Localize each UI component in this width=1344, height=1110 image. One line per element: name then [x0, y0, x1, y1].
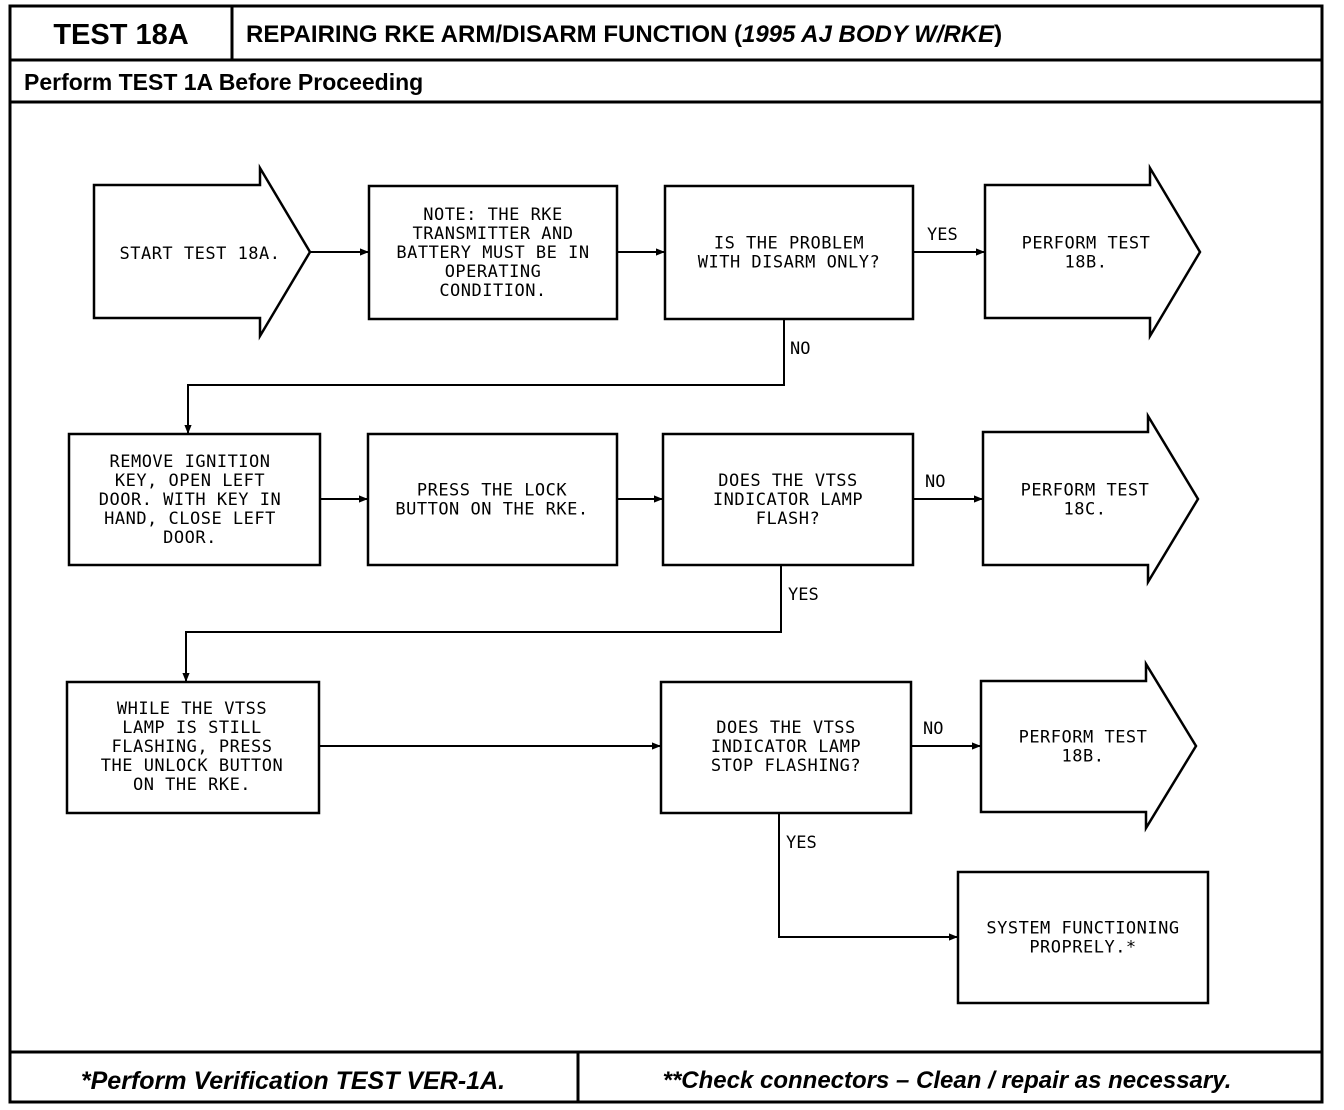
remove-key-line: DOOR.	[163, 528, 217, 548]
flash-question-box	[661, 432, 915, 567]
prereq-note: Perform TEST 1A Before Proceeding	[24, 69, 423, 95]
remove-key-box	[67, 432, 322, 567]
label-stop-yes: YES	[786, 833, 817, 853]
perform-18b-1-line: 18B.	[1065, 253, 1108, 273]
perform-18b-arrow-shape-1	[983, 163, 1202, 341]
start-test-arrow-shape	[92, 163, 312, 341]
label-flash-no: NO	[925, 472, 945, 492]
perform-18b-arrow-shape-2	[979, 659, 1198, 833]
remove-key-line: KEY, OPEN LEFT	[115, 471, 265, 491]
unlock-line: THE UNLOCK BUTTON	[101, 756, 284, 776]
system-ok-line: SYSTEM FUNCTIONING	[986, 919, 1179, 939]
q-stop-line: DOES THE VTSS	[716, 718, 856, 738]
q-flash-line: INDICATOR LAMP	[713, 490, 863, 510]
page-frame	[8, 4, 1324, 1104]
perform-18b-2-line: 18B.	[1062, 747, 1105, 767]
start-test-text: START TEST 18A.	[119, 244, 280, 264]
remove-key-line: DOOR. WITH KEY IN	[99, 490, 282, 510]
note-line: BATTERY MUST BE IN	[396, 243, 589, 263]
note-line: CONDITION.	[439, 281, 546, 301]
press-lock-box	[366, 432, 619, 567]
q-stop-line: STOP FLASHING?	[711, 756, 861, 776]
perform-18c-arrow-shape	[981, 411, 1200, 587]
perform-18b-1-line: PERFORM TEST	[1022, 234, 1151, 254]
disarm-question-box	[663, 184, 915, 321]
label-disarm-no: NO	[790, 339, 810, 359]
remove-key-line: REMOVE IGNITION	[109, 452, 270, 472]
label-disarm-yes: YES	[927, 225, 958, 245]
footer-connector-note: **Check connectors – Clean / repair as n…	[663, 1067, 1232, 1094]
q-disarm-line: WITH DISARM ONLY?	[698, 253, 881, 273]
label-flash-yes: YES	[788, 585, 819, 605]
unlock-box	[65, 680, 321, 815]
edge-flash-yes	[182, 565, 782, 682]
q-flash-line: FLASH?	[756, 509, 820, 529]
edge-stop-yes	[778, 813, 958, 941]
test-id: TEST 18A	[53, 19, 188, 51]
note-line: NOTE: THE RKE	[423, 205, 563, 225]
page-title: REPAIRING RKE ARM/DISARM FUNCTION (1995 …	[246, 21, 1002, 48]
q-stop-line: INDICATOR LAMP	[711, 737, 861, 757]
note-line: OPERATING	[445, 262, 542, 282]
system-ok-line: PROPRELY.*	[1029, 938, 1136, 958]
footer-verification-note: *Perform Verification TEST VER-1A.	[81, 1067, 505, 1095]
label-stop-no: NO	[923, 719, 943, 739]
title-main: REPAIRING RKE ARM/DISARM FUNCTION (	[246, 21, 742, 48]
start-line: START TEST 18A.	[119, 244, 280, 264]
note-line: TRANSMITTER AND	[412, 224, 573, 244]
perform-18c-line: PERFORM TEST	[1021, 481, 1150, 501]
perform-18b-2-line: PERFORM TEST	[1019, 728, 1148, 748]
q-disarm-line: IS THE PROBLEM	[714, 234, 864, 254]
perform-18c-line: 18C.	[1064, 500, 1107, 520]
unlock-line: LAMP IS STILL	[122, 718, 262, 738]
press-lock-line: PRESS THE LOCK	[417, 481, 568, 501]
stop-question-box	[659, 680, 913, 815]
remove-key-line: HAND, CLOSE LEFT	[104, 509, 276, 529]
q-flash-line: DOES THE VTSS	[718, 471, 858, 491]
title-close: )	[994, 21, 1002, 48]
unlock-line: FLASHING, PRESS	[111, 737, 272, 757]
title-italic: 1995 AJ BODY W/RKE	[742, 21, 995, 48]
edge-disarm-no	[184, 319, 785, 434]
unlock-line: ON THE RKE.	[133, 775, 251, 795]
press-lock-line: BUTTON ON THE RKE.	[395, 500, 588, 520]
system-ok-box	[956, 870, 1210, 1005]
unlock-line: WHILE THE VTSS	[117, 699, 267, 719]
